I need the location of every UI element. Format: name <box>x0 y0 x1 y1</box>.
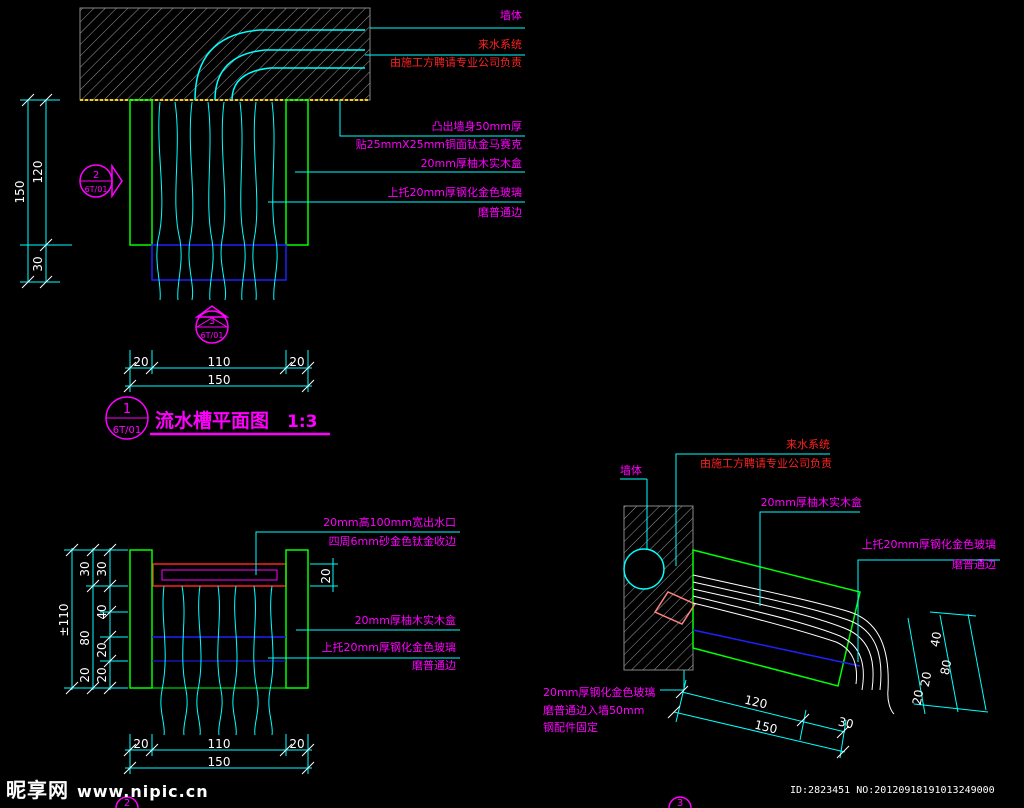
elevation-outlet-note-1: 20mm高100mm宽出水口 <box>323 515 456 529</box>
plan-section-a-number: 2 <box>93 170 99 181</box>
section-dim-150: 150 <box>753 718 778 737</box>
plan-glass <box>151 244 287 281</box>
section-dim-80: 80 <box>938 659 954 676</box>
section-glass-note-2: 磨普通边 <box>952 557 996 571</box>
plan-glass-note-1: 上托20mm厚钢化金色玻璃 <box>388 185 522 199</box>
section-dim-40: 40 <box>928 631 944 648</box>
section-fixing-bracket <box>653 591 697 625</box>
elevation-leaders <box>255 531 460 659</box>
plan-title-block: 1 6T/01 流水槽平面图 1:3 <box>105 396 330 440</box>
elevation-dim-outlet: 20 <box>319 568 333 583</box>
elevation-dim-30-b: 30 <box>95 561 109 576</box>
elevation-dim-30-a: 30 <box>78 561 92 576</box>
elevation-water-lines <box>160 585 274 736</box>
plan-supply-note: 由施工方聘请专业公司负责 <box>390 55 522 69</box>
elevation-glass-note-2: 磨普通边 <box>412 658 456 672</box>
plan-dim-left: 20 <box>133 355 148 369</box>
section-bottom-dims <box>667 679 850 759</box>
plan-section-b-sheet: 6T/01 <box>201 331 224 340</box>
plan-dim-150-vertical: 150 <box>13 181 27 204</box>
plan-supply-pipe-inner <box>214 49 365 101</box>
section-wall-hatch <box>623 505 694 671</box>
section-fix-note-3: 钢配件固定 <box>543 720 598 734</box>
plan-vertical-dims <box>20 93 72 289</box>
plan-dim-right: 20 <box>289 355 304 369</box>
plan-section-b-number: 3 <box>209 316 215 327</box>
section-water-stream <box>692 574 895 715</box>
section-box-note: 20mm厚柚木实木盒 <box>761 495 862 509</box>
section-glass-note-1: 上托20mm厚钢化金色玻璃 <box>862 537 996 551</box>
elevation-dim-right: 20 <box>289 737 304 751</box>
elevation-vertical-dims <box>64 543 128 695</box>
section-fix-note-1: 20mm厚钢化金色玻璃 <box>543 685 655 699</box>
plan-section-marker-a: 2 6T/01 <box>79 163 123 199</box>
elevation-box-right <box>285 549 309 689</box>
section-title-number: 3 <box>677 798 683 808</box>
plan-protrude-note-2: 贴25mmX25mm铜面钛金马赛克 <box>356 137 522 151</box>
plan-glass-note-2: 磨普通边 <box>478 205 522 219</box>
section-dim-20-b: 20 <box>910 689 926 706</box>
section-glass-line <box>692 629 861 667</box>
section-wall-label: 墙体 <box>620 463 642 477</box>
plan-box-left <box>129 99 153 246</box>
plan-wall-hatch <box>79 7 371 101</box>
elevation-dim-20-b: 20 <box>95 667 109 682</box>
elevation-dim-total: 150 <box>208 755 231 769</box>
plan-title-scale: 1:3 <box>287 412 317 432</box>
plan-protrude-note-1: 凸出墙身50mm厚 <box>432 119 522 133</box>
elevation-box-note: 20mm厚柚木实木盒 <box>355 613 456 627</box>
section-title-marker: 3 <box>668 796 692 808</box>
watermark-brand: 昵享网 www.nipic.cn <box>6 774 209 803</box>
plan-leaders <box>268 27 525 203</box>
plan-dim-30-vertical: 30 <box>31 256 45 271</box>
elevation-dim-20-c: 20 <box>78 667 92 682</box>
elevation-dim-mid: 110 <box>208 737 231 751</box>
elevation-outlet-frame <box>152 563 287 587</box>
section-supply-note: 由施工方聘请专业公司负责 <box>700 456 832 470</box>
watermark-brand-text: 昵享网 <box>6 778 69 802</box>
plan-section-a-sheet: 6T/01 <box>85 185 108 194</box>
elevation-dim-40: 40 <box>95 604 109 619</box>
plan-section-marker-b: 3 6T/01 <box>194 305 230 344</box>
plan-dim-120-vertical: 120 <box>31 161 45 184</box>
elevation-glass-note-1: 上托20mm厚钢化金色玻璃 <box>322 640 456 654</box>
plan-title: 流水槽平面图 <box>155 409 269 432</box>
section-supply-pipe <box>623 548 665 590</box>
elevation-outlet <box>161 569 278 581</box>
elevation-level-label: ±110 <box>57 604 71 637</box>
plan-horizontal-dims <box>123 350 315 393</box>
elevation-dim-left: 20 <box>133 737 148 751</box>
elevation-outlet-note-2: 四周6mm砂金色钛金收边 <box>329 534 456 548</box>
section-leaders <box>620 453 1000 691</box>
elevation-horizontal-dims <box>123 734 315 775</box>
elevation-title-marker: 2 <box>115 796 139 808</box>
plan-dim-mid: 110 <box>208 355 231 369</box>
elevation-dim-80: 80 <box>78 630 92 645</box>
plan-water-lines <box>156 101 278 301</box>
section-dim-20: 20 <box>918 671 934 688</box>
section-wood-box <box>692 549 861 687</box>
plan-dim-total: 150 <box>208 373 231 387</box>
section-dim-30: 30 <box>837 715 855 732</box>
plan-box-note: 20mm厚柚木实木盒 <box>421 156 522 170</box>
plan-supply-label: 来水系统 <box>478 38 522 51</box>
plan-supply-pipe <box>194 29 365 101</box>
watermark-id: ID:2823451 NO:20120918191013249000 <box>790 785 995 796</box>
elevation-dim-20-a: 20 <box>95 642 109 657</box>
plan-title-number: 1 <box>123 402 131 417</box>
plan-view: 墙体 来水系统 由施工方聘请专业公司负责 凸出墙身50mm厚 贴25mmX25m… <box>13 7 525 440</box>
elevation-view: 20mm高100mm宽出水口 四周6mm砂金色钛金收边 20 20mm厚柚木实木… <box>57 515 460 808</box>
section-fix-note-2: 磨普通边入墙50mm <box>543 703 644 717</box>
plan-title-sheet: 6T/01 <box>113 425 142 436</box>
section-dim-120: 120 <box>743 693 768 712</box>
elevation-title-number: 2 <box>124 798 130 808</box>
plan-wall-label: 墙体 <box>500 8 522 22</box>
section-right-dims <box>907 611 989 715</box>
plan-supply-pipe-inner2 <box>231 67 365 101</box>
elevation-box-left <box>129 549 153 689</box>
section-supply-label: 来水系统 <box>786 438 830 451</box>
watermark-url: www.nipic.cn <box>76 782 209 801</box>
section-view: 墙体 来水系统 由施工方聘请专业公司负责 20mm厚柚木实木盒 上托20mm厚钢… <box>543 438 1000 808</box>
